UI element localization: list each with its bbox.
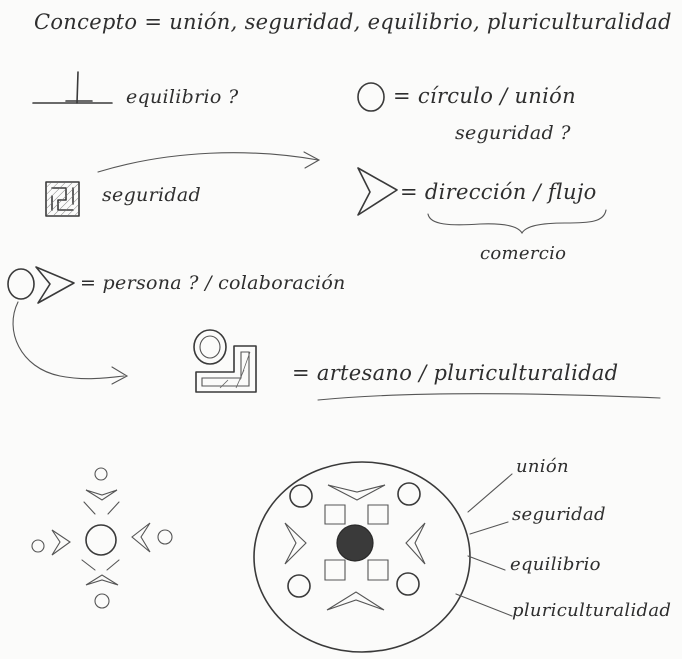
flow-arrow-bottom <box>12 301 125 380</box>
person-label: = persona ? / colaboración <box>80 272 346 294</box>
concept-label-pluriculturality: pluriculturalidad <box>512 600 672 621</box>
final-logo-sketch <box>253 461 513 653</box>
commerce-label: comercio <box>480 243 567 264</box>
direction-chevron-symbol <box>357 167 398 216</box>
concept-label-equilibrium: equilibrio <box>510 554 601 575</box>
flow-arrow-top <box>97 152 319 173</box>
equilibrium-label: equilibrio ? <box>126 86 239 108</box>
artisan-label: = artesano / pluriculturalidad <box>292 361 619 385</box>
direction-flow-label: = dirección / flujo <box>400 180 597 204</box>
security-label: seguridad <box>102 184 201 206</box>
concept-title: Concepto = unión, seguridad, equilibrio,… <box>34 10 672 34</box>
person-symbol <box>7 266 75 304</box>
equilibrium-symbol <box>32 71 113 104</box>
small-composition-sketch <box>31 467 173 609</box>
circle-security-label: seguridad ? <box>455 122 571 144</box>
concept-label-union: unión <box>516 456 569 477</box>
artisan-underline <box>317 393 661 401</box>
circle-union-symbol <box>357 82 385 112</box>
security-square-symbol <box>45 181 80 217</box>
artisan-symbol <box>193 329 257 393</box>
concept-label-security: seguridad <box>512 504 606 525</box>
circle-union-label: = círculo / unión <box>393 84 576 108</box>
flow-underline-brace <box>427 209 607 235</box>
